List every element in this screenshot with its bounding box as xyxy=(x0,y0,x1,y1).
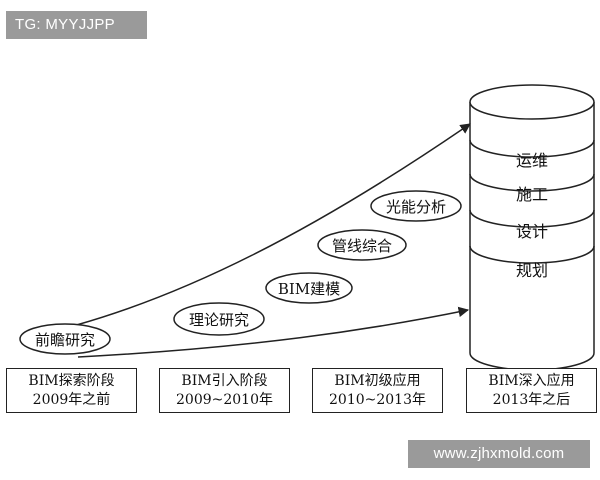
stage-box-exploration: BIM探索阶段 2009年之前 xyxy=(6,368,137,413)
layer-planning-label: 规划 xyxy=(516,261,548,280)
ellipse-label: BIM建模 xyxy=(278,280,340,298)
ellipse-label: 光能分析 xyxy=(386,198,446,216)
stage-period: 2013年之后 xyxy=(492,391,571,408)
stage-title: BIM初级应用 xyxy=(334,372,421,389)
stage-box-primary-application: BIM初级应用 2010~2013年 xyxy=(312,368,443,413)
cylinder-divider xyxy=(469,173,595,192)
stage-period: 2009~2010年 xyxy=(176,391,273,408)
stage-title: BIM引入阶段 xyxy=(181,372,268,389)
stage-title: BIM深入应用 xyxy=(488,372,575,389)
layer-construction-label: 施工 xyxy=(516,185,548,204)
ellipse-light-analysis: 光能分析 xyxy=(370,190,462,222)
stage-period: 2009年之前 xyxy=(32,391,111,408)
ellipse-pipeline-integration: 管线综合 xyxy=(317,229,407,261)
ellipse-label: 管线综合 xyxy=(332,237,392,255)
ellipse-label: 理论研究 xyxy=(189,311,249,329)
cylinder-divider xyxy=(469,139,595,158)
ellipse-theory-research: 理论研究 xyxy=(173,302,265,336)
ellipse-frontier-research: 前瞻研究 xyxy=(19,323,111,355)
header-tag: TG: MYYJJPP xyxy=(6,11,147,39)
upper-arrow xyxy=(27,123,471,338)
cylinder-divider xyxy=(469,245,595,264)
cylinder-top xyxy=(469,84,595,120)
layer-operation-label: 运维 xyxy=(516,151,548,170)
cylinder: 运维 施工 设计 规划 xyxy=(469,84,595,371)
website-watermark: www.zjhxmold.com xyxy=(408,440,590,468)
stage-box-introduction: BIM引入阶段 2009~2010年 xyxy=(159,368,290,413)
ellipse-label: 前瞻研究 xyxy=(35,331,95,349)
lower-arrow xyxy=(77,306,470,358)
layer-design-label: 设计 xyxy=(516,222,548,241)
stage-box-deep-application: BIM深入应用 2013年之后 xyxy=(466,368,597,413)
cylinder-divider xyxy=(469,209,595,228)
stage-period: 2010~2013年 xyxy=(329,391,426,408)
stage-title: BIM探索阶段 xyxy=(28,372,115,389)
ellipse-bim-modeling: BIM建模 xyxy=(265,272,353,304)
